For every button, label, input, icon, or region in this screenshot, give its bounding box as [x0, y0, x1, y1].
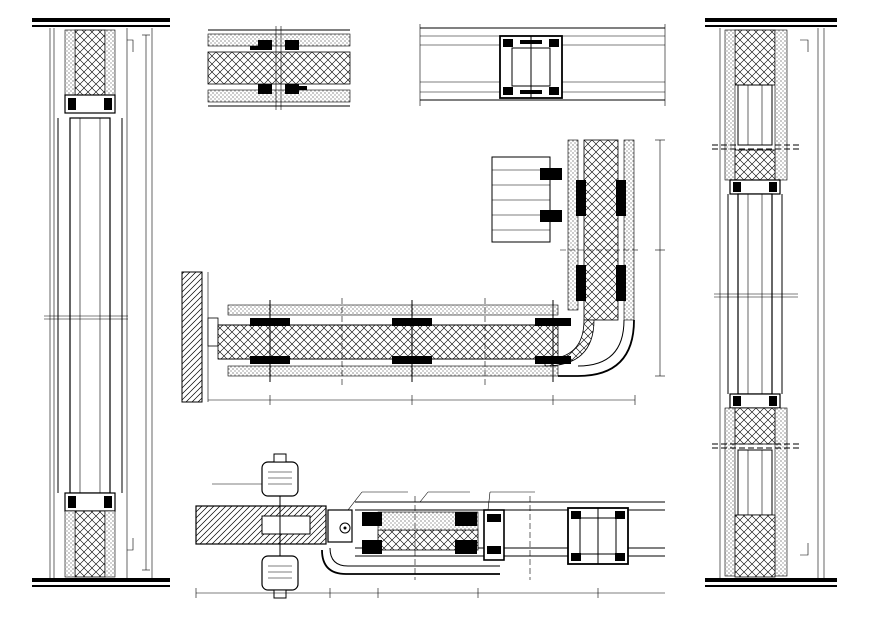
left-vertical-section — [32, 18, 170, 587]
right-vertical-section — [705, 18, 837, 587]
top-center-mullion-detail — [419, 24, 666, 106]
top-left-panel-detail — [207, 26, 351, 110]
corner-plan-detail — [181, 139, 665, 405]
plan-mullion-3 — [535, 300, 571, 382]
bottom-hinge-plan-detail — [195, 453, 665, 599]
plan-mullion-2 — [392, 300, 432, 382]
plan-mullion-1 — [250, 300, 290, 382]
